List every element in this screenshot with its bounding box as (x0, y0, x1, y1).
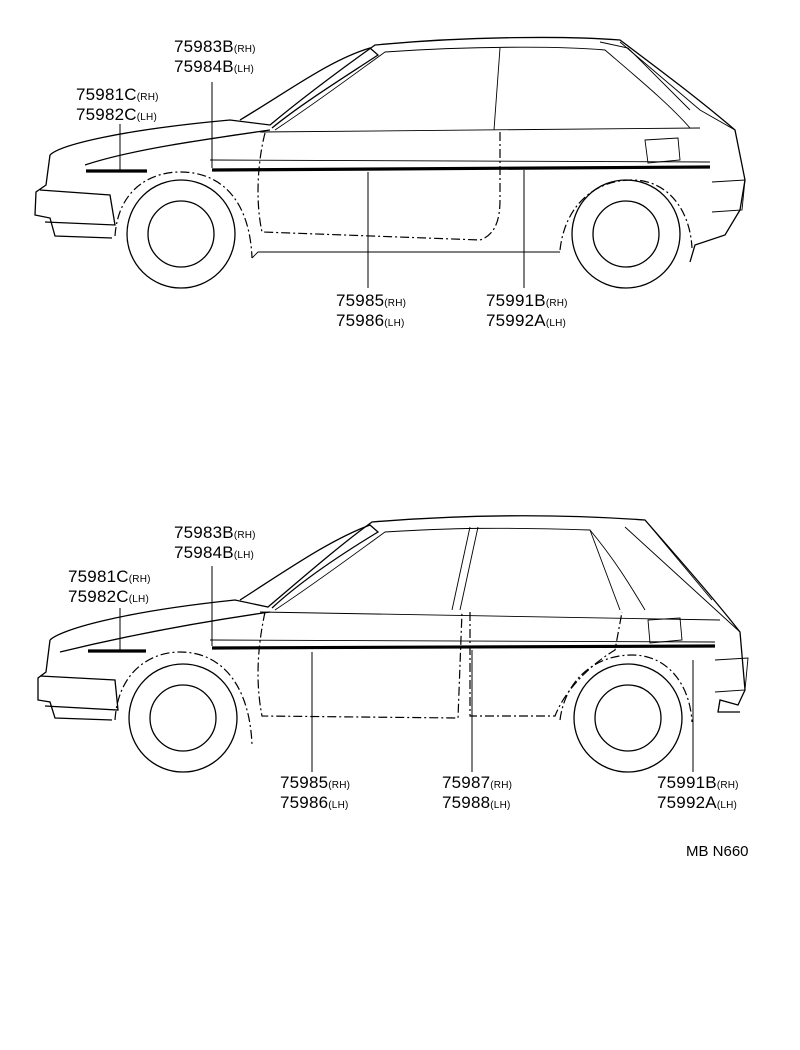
callout-75991B-75992A: 75991B(RH) 75992A(LH) (657, 774, 739, 814)
part-number-rh: 75985(RH) (336, 291, 407, 310)
callout-75987-75988: 75987(RH) 75988(LH) (442, 774, 512, 814)
callout-75991B-75992A: 75991B(RH) 75992A(LH) (486, 292, 568, 332)
part-number-lh: 75986(LH) (336, 311, 405, 330)
part-number-lh: 75986(LH) (280, 793, 349, 812)
part-number-rh: 75983B(RH) (174, 37, 256, 56)
part-number-lh: 75992A(LH) (486, 311, 567, 330)
callout-75985-75986: 75985(RH) 75986(LH) (336, 292, 406, 332)
part-number-rh: 75991B(RH) (486, 291, 568, 310)
part-number-rh: 75985(RH) (280, 773, 351, 792)
callout-75985-75986: 75985(RH) 75986(LH) (280, 774, 350, 814)
part-number-lh: 75984B(LH) (174, 57, 255, 76)
callout-75983B-75984B: 75983B(RH) 75984B(LH) (174, 524, 256, 564)
callout-75981C-75982C: 75981C(RH) 75982C(LH) (68, 568, 151, 608)
part-number-rh: 75981C(RH) (68, 567, 151, 586)
part-number-rh: 75987(RH) (442, 773, 513, 792)
part-number-lh: 75982C(LH) (68, 587, 149, 606)
part-number-lh: 75984B(LH) (174, 543, 255, 562)
part-number-lh: 75982C(LH) (76, 105, 157, 124)
callout-75983B-75984B: 75983B(RH) 75984B(LH) (174, 38, 256, 78)
part-number-rh: 75981C(RH) (76, 85, 159, 104)
car-outline-5-door (37, 515, 749, 773)
illustration-code: MB N660 (686, 843, 749, 860)
car-outline-3-door (34, 36, 746, 289)
part-number-lh: 75992A(LH) (657, 793, 738, 812)
part-number-lh: 75988(LH) (442, 793, 511, 812)
part-number-rh: 75991B(RH) (657, 773, 739, 792)
callout-75981C-75982C: 75981C(RH) 75982C(LH) (76, 86, 159, 126)
part-number-rh: 75983B(RH) (174, 523, 256, 542)
